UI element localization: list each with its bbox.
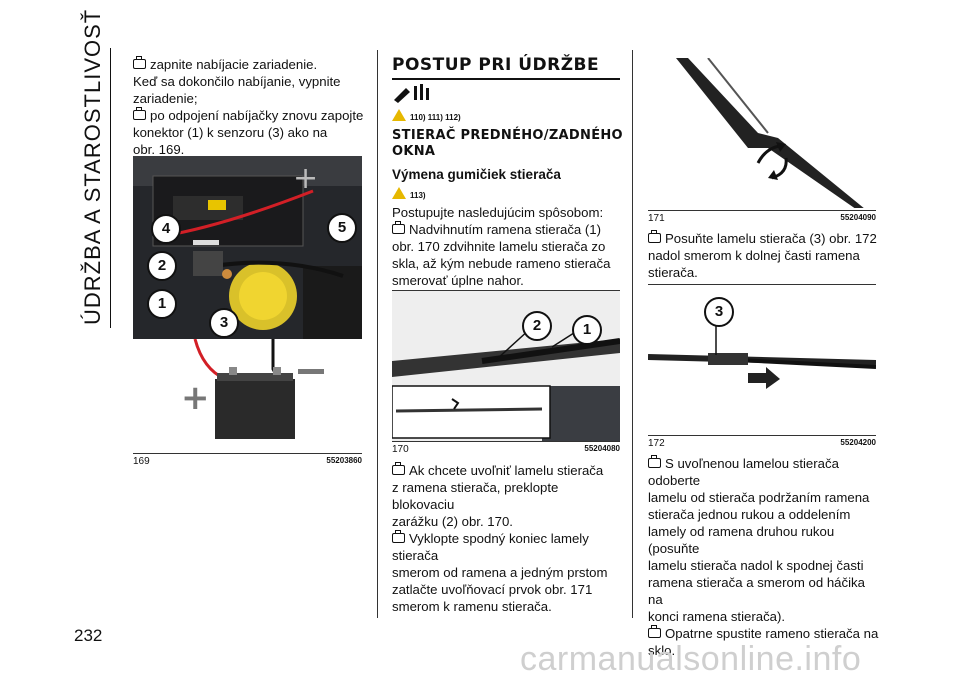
chapter-title: ÚDRŽBA A STAROSTLIVOSŤ bbox=[80, 8, 105, 325]
warning-refs-1: 110) 111) 112) bbox=[392, 107, 461, 125]
paragraph: nadol smerom k dolnej časti ramena bbox=[648, 248, 860, 263]
wiper-blade-slide-illustration bbox=[648, 325, 876, 389]
figure-number: 169 bbox=[133, 456, 150, 467]
figure-172: 3 bbox=[648, 284, 876, 435]
battery-diagram: + bbox=[181, 339, 324, 439]
column-divider bbox=[632, 50, 633, 618]
callout-1: 1 bbox=[572, 315, 602, 345]
figure-172-caption: 172 55204200 bbox=[648, 435, 876, 449]
bullet-icon bbox=[392, 530, 405, 543]
svg-text:+: + bbox=[293, 161, 318, 196]
col2-subheading: STIERAČ PREDNÉHO/ZADNÉHO OKNA bbox=[392, 128, 624, 160]
watermark: carmanualsonline.info bbox=[520, 640, 862, 678]
col3-text-bottom: S uvoľnenou lamelou stierača odoberte la… bbox=[648, 455, 880, 659]
section-heading: POSTUP PRI ÚDRŽBE bbox=[392, 55, 600, 75]
col3-text-top: Posuňte lamelu stierača (3) obr. 172 nad… bbox=[648, 230, 880, 281]
figure-169-battery-diagram: + bbox=[133, 339, 362, 451]
bullet-item: Nadvihnutím ramena stierača (1) bbox=[392, 221, 624, 238]
paragraph: lamelu stierača nadol k spodnej časti bbox=[648, 558, 864, 573]
paragraph: sklo. bbox=[648, 643, 676, 658]
callout-2: 2 bbox=[522, 311, 552, 341]
col2-header: POSTUP PRI ÚDRŽBE bbox=[392, 55, 620, 80]
paragraph: lamely od ramena druhou rukou (posuňte bbox=[648, 524, 835, 556]
bullet-item: Posuňte lamelu stierača (3) obr. 172 bbox=[648, 230, 880, 247]
figure-code: 55204200 bbox=[840, 438, 876, 447]
callout-3: 3 bbox=[209, 308, 239, 338]
callout-4: 4 bbox=[151, 214, 181, 244]
bullet-item: S uvoľnenou lamelou stierača odoberte bbox=[648, 455, 839, 488]
paragraph: smerovať úplne nahor. bbox=[392, 273, 524, 288]
col1-text: zapnite nabíjacie zariadenie. Keď sa dok… bbox=[133, 56, 368, 158]
bullet-icon bbox=[133, 56, 146, 69]
bullet-icon bbox=[648, 230, 661, 243]
paragraph: stierača. bbox=[648, 265, 698, 280]
paragraph: obr. 170 zdvihnite lamelu stierača zo bbox=[392, 239, 606, 254]
paragraph: ramena stierača a smerom od háčika na bbox=[648, 575, 865, 607]
bullet-icon bbox=[392, 221, 405, 234]
bullet-icon bbox=[648, 625, 661, 638]
bullet-item: po odpojení nabíjačky znovu zapojte bbox=[133, 107, 368, 124]
figure-code: 55204090 bbox=[840, 213, 876, 222]
bullet-item: Vykloptе spodný koniec lamely stierača bbox=[392, 530, 589, 563]
figure-number: 170 bbox=[392, 444, 409, 455]
callout-2: 2 bbox=[147, 251, 177, 281]
figure-170-caption: 170 55204080 bbox=[392, 441, 620, 455]
warning-icon bbox=[392, 187, 406, 199]
bullet-item: Ak chcete uvoľniť lamelu stierača bbox=[392, 462, 624, 479]
warning-icon bbox=[392, 109, 406, 121]
wiper-blade-heading: Výmena gumičiek stierača bbox=[392, 167, 561, 182]
wiper-arm-illustration bbox=[392, 291, 620, 441]
paragraph: stierača jednou rukou a oddelením bbox=[648, 507, 851, 522]
figure-171 bbox=[648, 58, 876, 208]
paragraph: konektor (1) k senzoru (3) ako na bbox=[133, 125, 328, 140]
figure-code: 55204080 bbox=[584, 444, 620, 453]
chapter-rule bbox=[110, 48, 111, 328]
paragraph: Keď sa dokončilo nabíjanie, vypnite bbox=[133, 74, 341, 89]
bullet-icon bbox=[392, 462, 405, 475]
paragraph: zatlačte uvoľňovací prvok obr. 171 bbox=[392, 582, 593, 597]
col2-text-bottom: Ak chcete uvoľniť lamelu stierača z rame… bbox=[392, 462, 624, 615]
bullet-icon bbox=[648, 455, 661, 468]
bullet-item: zapnite nabíjacie zariadenie. bbox=[133, 56, 368, 73]
svg-text:+: + bbox=[181, 378, 210, 418]
engine-bay-illustration: + bbox=[133, 156, 362, 339]
callout-1: 1 bbox=[147, 289, 177, 319]
paragraph: z ramena stierača, preklopte blokovaciu bbox=[392, 480, 559, 512]
bullet-item: Opatrne spustite rameno stierača na bbox=[648, 625, 880, 642]
subheading-line: OKNA bbox=[392, 144, 436, 159]
figure-code: 55203860 bbox=[326, 456, 362, 465]
maintenance-icon bbox=[392, 82, 432, 109]
figure-number: 172 bbox=[648, 438, 665, 449]
heading-rule bbox=[392, 78, 620, 80]
subheading-line: STIERAČ PREDNÉHO/ZADNÉHO bbox=[392, 128, 623, 143]
paragraph: skla, až kým nebude rameno stierača bbox=[392, 256, 611, 271]
callout-5: 5 bbox=[327, 213, 357, 243]
paragraph: konci ramena stierača). bbox=[648, 609, 786, 624]
figure-169-caption: 169 55203860 bbox=[133, 453, 362, 467]
figure-169-engine-photo: + 4 2 1 3 5 bbox=[133, 156, 362, 339]
figure-170: 2 1 bbox=[392, 290, 620, 441]
paragraph: smerom od ramena a jedným prstom bbox=[392, 565, 608, 580]
paragraph: Postupujte nasledujúcim spôsobom: bbox=[392, 205, 604, 220]
callout-3: 3 bbox=[704, 297, 734, 327]
figure-171-caption: 171 55204090 bbox=[648, 210, 876, 224]
col2-text-top: Postupujte nasledujúcim spôsobom: Nadvih… bbox=[392, 204, 624, 289]
column-divider bbox=[377, 50, 378, 618]
warning-refs-2: 113) bbox=[392, 185, 426, 203]
paragraph: smerom k ramenu stierača. bbox=[392, 599, 552, 614]
figure-number: 171 bbox=[648, 213, 665, 224]
bullet-icon bbox=[133, 107, 146, 120]
paragraph: lamelu od stierača podržaním ramena bbox=[648, 490, 870, 505]
paragraph: zarážku (2) obr. 170. bbox=[392, 514, 513, 529]
paragraph: obr. 169. bbox=[133, 142, 185, 157]
page-number: 232 bbox=[74, 626, 103, 645]
paragraph: zariadenie; bbox=[133, 91, 198, 106]
wiper-release-illustration bbox=[676, 58, 864, 208]
